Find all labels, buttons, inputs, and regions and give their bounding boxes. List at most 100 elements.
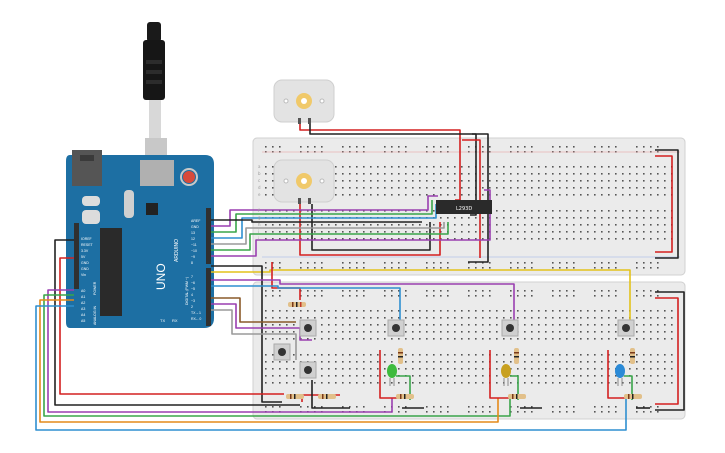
- digital-pin-label: ~5: [191, 287, 195, 291]
- digital-pin-label: 13: [191, 231, 195, 235]
- analog-pin-label: A2: [81, 301, 85, 305]
- breadboard-bottom[interactable]: [252, 281, 686, 420]
- digital-label: DIGITAL (PWM ~): [185, 277, 189, 305]
- wire-btn-black[interactable]: [311, 380, 350, 409]
- brand-label: ARDUINO: [174, 239, 180, 262]
- resistor-2[interactable]: [398, 348, 403, 364]
- crystal: [124, 190, 134, 218]
- row-letter: f: [258, 208, 260, 213]
- analog-pin-label: A3: [81, 307, 85, 311]
- digital-pin-label: ~9: [191, 255, 195, 259]
- row-letter: g: [258, 215, 261, 220]
- row-letter: i: [258, 229, 259, 234]
- digital-pin-label: 7: [191, 275, 193, 279]
- reset-button[interactable]: [183, 171, 195, 183]
- usb-port: [140, 160, 174, 186]
- wire-black-gnd[interactable]: [211, 219, 422, 223]
- wire-analog-purple[interactable]: [47, 289, 393, 413]
- digital-pin-label: TX→1: [191, 311, 201, 315]
- wire-led1-red[interactable]: [379, 350, 400, 399]
- wire-gray-1[interactable]: [211, 222, 445, 245]
- row-letter: j: [257, 236, 259, 241]
- pushbutton-3[interactable]: [299, 361, 317, 379]
- analog-pin-label: A0: [81, 289, 85, 293]
- wire-purple-2[interactable]: [211, 189, 491, 257]
- dc-motor-2[interactable]: [273, 159, 335, 204]
- wire-green-2[interactable]: [211, 222, 449, 251]
- wire-analog-green[interactable]: [43, 294, 511, 417]
- resistors[interactable]: [286, 302, 642, 399]
- led-green[interactable]: [387, 364, 397, 386]
- pushbutton-6[interactable]: [617, 319, 635, 337]
- wire-rail-black-2[interactable]: [655, 291, 685, 411]
- power-pin-label: 3.3V: [81, 249, 89, 253]
- digital-header-bottom: [206, 268, 211, 326]
- wire-analog-orange[interactable]: [39, 299, 499, 423]
- wire-rail-red-2[interactable]: [655, 297, 679, 405]
- tx-label: TX: [160, 318, 165, 323]
- resistor-7[interactable]: [396, 394, 414, 399]
- pushbutton-2[interactable]: [273, 343, 291, 361]
- resistor-3[interactable]: [514, 348, 519, 364]
- power-label: POWER: [93, 281, 97, 295]
- atmega-chip: [100, 228, 122, 316]
- wire-yellow[interactable]: [211, 269, 631, 320]
- wire-led2-red[interactable]: [489, 350, 510, 399]
- wire-purple-3[interactable]: [211, 303, 312, 341]
- wire-led3-green[interactable]: [624, 375, 633, 400]
- digital-pin-label: ~11: [191, 243, 197, 247]
- wire-led2-green[interactable]: [510, 375, 519, 400]
- wire-black-2[interactable]: [468, 133, 489, 263]
- wire-motor2-red[interactable]: [299, 204, 441, 256]
- arduino-uno-board[interactable]: UNO ARDUINO POWER ANALOG IN DIGITAL (PWM…: [66, 150, 214, 328]
- digital-pin-label: ~6: [191, 281, 195, 285]
- wire-red-2[interactable]: [462, 139, 481, 258]
- analog-pin-label: A5: [81, 319, 85, 323]
- board-name: UNO: [154, 263, 168, 290]
- power-pin-label: 5V: [81, 255, 86, 259]
- wire-led3-red[interactable]: [607, 350, 628, 399]
- resistor-8[interactable]: [508, 394, 526, 399]
- wire-analog-blue[interactable]: [35, 305, 627, 431]
- dc-motor-1[interactable]: [273, 79, 335, 124]
- digital-pin-label: AREF: [191, 219, 200, 223]
- wire-brown[interactable]: [211, 297, 296, 323]
- wire-led1-green[interactable]: [396, 375, 411, 400]
- wire-gray-2[interactable]: [211, 309, 297, 360]
- pushbutton-5[interactable]: [501, 319, 519, 337]
- power-header: [74, 223, 79, 289]
- wire-analog-black[interactable]: [54, 239, 300, 406]
- resistor-1[interactable]: [288, 302, 306, 307]
- wire-purple-1[interactable]: [211, 195, 438, 227]
- led-blue[interactable]: [615, 364, 625, 386]
- resistor-9[interactable]: [624, 394, 642, 399]
- wire-green-1[interactable]: [211, 200, 433, 233]
- resistor-5[interactable]: [286, 394, 304, 399]
- pushbutton-4[interactable]: [387, 319, 405, 337]
- wire-motor2-black[interactable]: [311, 204, 431, 251]
- digital-pin-label: 8: [191, 261, 193, 265]
- analog-pin-label: A4: [81, 313, 85, 317]
- l293d-chip[interactable]: L293D: [436, 200, 492, 214]
- wire-purple-button[interactable]: [211, 279, 515, 320]
- usb-cable[interactable]: [143, 22, 167, 166]
- chip-label: L293D: [456, 206, 472, 212]
- led-yellow[interactable]: [501, 364, 511, 386]
- row-letter: c: [258, 178, 260, 183]
- wire-analog-red[interactable]: [59, 257, 284, 395]
- resistor-4[interactable]: [630, 348, 635, 364]
- power-pin-label: GND: [81, 261, 89, 265]
- wire-rail-red-1[interactable]: [655, 155, 673, 253]
- pushbutton-1[interactable]: [299, 319, 317, 337]
- wires[interactable]: [35, 124, 685, 431]
- digital-pin-label: ~10: [191, 249, 197, 253]
- wire-rail-black-1[interactable]: [655, 149, 679, 259]
- wire-blue-button[interactable]: [211, 285, 401, 320]
- digital-pin-label: GND: [191, 225, 199, 229]
- resistor-6[interactable]: [318, 394, 336, 399]
- analog-pin-label: A1: [81, 295, 85, 299]
